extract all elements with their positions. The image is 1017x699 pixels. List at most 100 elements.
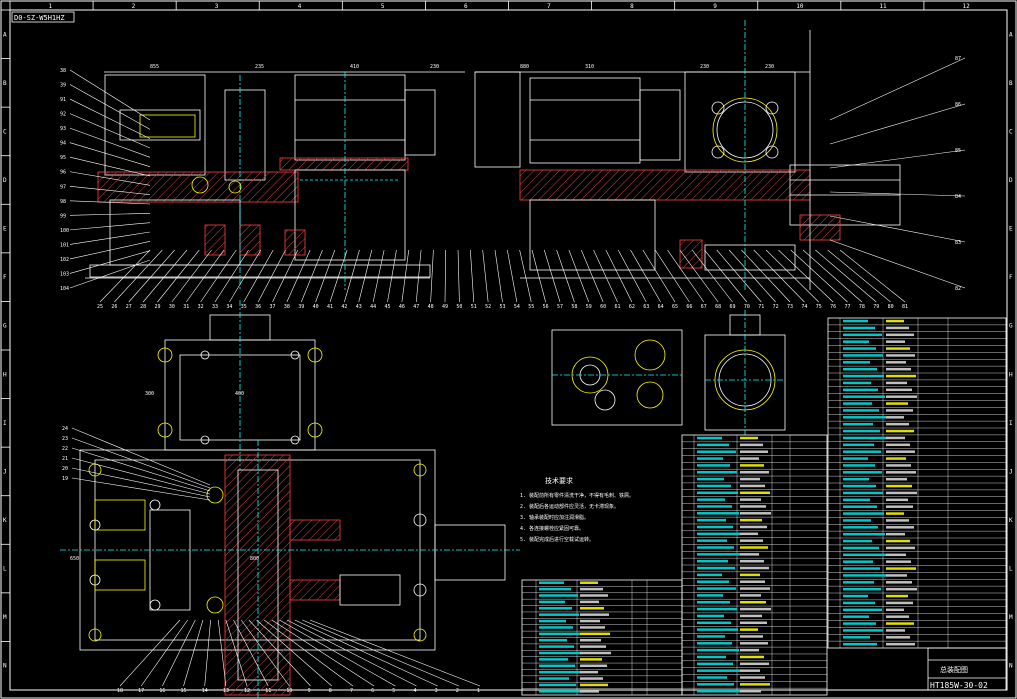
row-label: D [3, 177, 7, 184]
parts-list-entry [697, 553, 741, 556]
parts-list-entry [843, 340, 869, 343]
parts-list-entry-detail [886, 491, 917, 495]
parts-list-entry-detail [886, 450, 915, 453]
row-label-right: I [1009, 420, 1013, 427]
part-callout: 30 [169, 304, 175, 310]
parts-list-entry [843, 532, 885, 536]
parts-list-entry [539, 607, 572, 610]
parts-list-entry-detail [740, 648, 759, 652]
part-callout: 26 [111, 304, 117, 310]
parts-list-entry-detail [740, 539, 763, 542]
parts-list-entry [539, 683, 576, 687]
part-callout: 25 [97, 304, 103, 310]
parts-list-entry [697, 669, 740, 672]
part-callout: 66 [686, 304, 692, 310]
parts-list-entry [697, 676, 727, 679]
part-callout: 56 [543, 304, 549, 310]
part-callout: 6 [371, 688, 374, 694]
part-callout: 43 [356, 304, 362, 310]
parts-list-entry [539, 677, 569, 680]
parts-list-entry-detail [740, 546, 768, 549]
row-label: G [3, 323, 7, 330]
parts-list-entry-detail [580, 587, 603, 591]
parts-list-entry [697, 443, 729, 447]
parts-list-entry-detail [886, 457, 906, 460]
part-callout: 92 [60, 112, 66, 118]
part-callout: 42 [341, 304, 347, 310]
dimension-label: 310 [585, 64, 594, 70]
part-callout: 9 [308, 688, 311, 694]
part-callout: 33 [212, 304, 218, 310]
part-callout: 83 [955, 240, 961, 246]
parts-list-entry-detail [886, 319, 904, 323]
parts-list-entry-detail [740, 662, 769, 666]
parts-list-entry-detail [886, 471, 916, 474]
part-callout: 39 [60, 83, 66, 89]
parts-list-entry [697, 546, 734, 549]
parts-list-entry [697, 471, 737, 474]
parts-list-entry [843, 457, 868, 460]
parts-list-entry-detail [580, 581, 598, 584]
parts-list-entry [843, 347, 876, 350]
dimension-label: 230 [430, 64, 439, 70]
parts-list-entry-detail [886, 526, 914, 529]
parts-list-entry-detail [740, 471, 769, 474]
parts-list-entry [843, 319, 868, 323]
parts-list-entry-detail [740, 559, 764, 563]
dimension-label: 410 [350, 64, 359, 70]
parts-list-entry [539, 638, 567, 642]
row-label-right: G [1009, 323, 1013, 330]
parts-list-entry [697, 655, 726, 659]
part-callout: 75 [816, 304, 822, 310]
parts-list-entry-detail [740, 587, 770, 590]
parts-list-entry-detail [740, 512, 771, 515]
part-callout: 5 [392, 688, 395, 694]
part-callout: 17 [138, 688, 144, 694]
tech-requirement-line: 5. 装配完成后进行空载试运转。 [520, 536, 594, 543]
column-label: 12 [962, 3, 970, 10]
column-label: 5 [381, 3, 385, 10]
parts-list-entry-detail [886, 416, 904, 419]
part-callout: 63 [643, 304, 649, 310]
parts-list-entry [697, 594, 723, 597]
parts-list-entry-detail [740, 484, 765, 488]
row-label-right: E [1009, 226, 1013, 233]
parts-list-entry-detail [580, 638, 601, 642]
parts-list-entry [843, 484, 876, 488]
part-callout: 70 [744, 304, 750, 310]
parts-list-entry [539, 587, 571, 591]
part-callout: 85 [955, 148, 961, 154]
parts-list-entry [697, 648, 739, 652]
parts-list-entry-detail [886, 354, 915, 357]
parts-list-entry [843, 622, 876, 625]
part-callout: 49 [442, 304, 448, 310]
parts-list-entry [843, 477, 869, 481]
part-callout: 57 [557, 304, 563, 310]
parts-list-entry [843, 326, 875, 330]
parts-list-entry-detail [740, 607, 771, 611]
column-label: 6 [464, 3, 468, 10]
parts-list-entry-detail [740, 655, 764, 659]
parts-list-entry-detail [886, 443, 910, 447]
parts-list-entry [843, 429, 880, 433]
parts-list-entry [843, 642, 877, 646]
parts-list-entry-detail [740, 635, 763, 638]
parts-list-entry-detail [580, 594, 608, 597]
column-label: 2 [132, 3, 136, 10]
parts-list-entry-detail [886, 622, 914, 625]
part-callout: 35 [241, 304, 247, 310]
row-label: B [3, 80, 7, 87]
parts-list-entry [539, 664, 575, 668]
part-callout: 81 [902, 304, 908, 310]
parts-list-entry [843, 601, 875, 605]
parts-list-entry [697, 512, 739, 515]
parts-list-entry-detail [886, 642, 915, 646]
part-callout: 16 [159, 688, 165, 694]
parts-list-entry [843, 498, 870, 502]
parts-list-entry-detail [886, 532, 905, 536]
part-callout: 51 [471, 304, 477, 310]
part-callout: 19 [62, 476, 68, 482]
parts-list-entry [843, 629, 883, 632]
parts-list-entry-detail [886, 361, 906, 364]
